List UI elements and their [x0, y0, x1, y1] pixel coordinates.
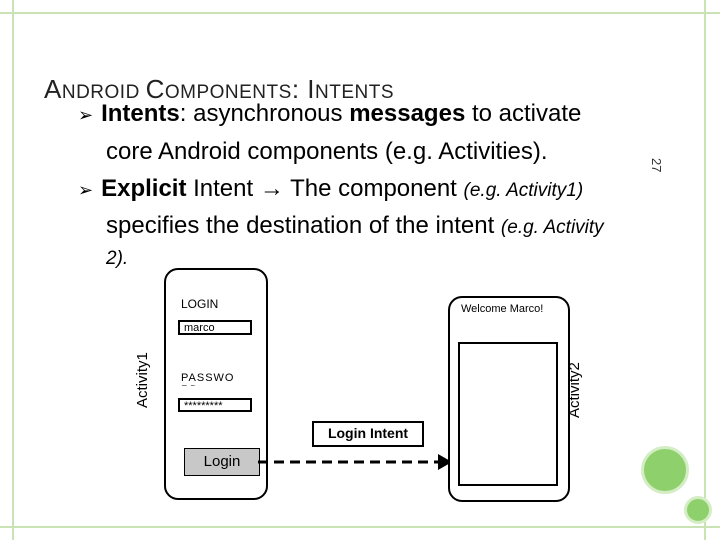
decorative-circle-small — [684, 496, 712, 524]
login-intent-label: Login Intent — [312, 421, 424, 447]
decorative-circle-large — [641, 446, 689, 494]
bullet-intents: ➢Intents: asynchronous messages to activ… — [78, 100, 582, 127]
password-label: PASSWO RD — [181, 372, 235, 386]
frame-right-line — [704, 0, 706, 540]
frame-bottom-line — [0, 526, 720, 528]
right-arrow-icon: → — [259, 175, 284, 202]
slide-title: ANDROID COMPONENTS: INTENTS — [44, 74, 394, 104]
login-button[interactable]: Login — [184, 448, 260, 476]
bullet-explicit: ➢Explicit Intent → The component (e.g. A… — [78, 175, 584, 202]
username-field[interactable]: marco — [178, 320, 252, 335]
activity2-content-box — [458, 342, 558, 486]
welcome-text: Welcome Marco! — [461, 303, 544, 315]
login-label: LOGIN — [181, 297, 219, 311]
bullet-arrow-icon: ➢ — [78, 180, 94, 200]
bullet-intents-line2: core Android components (e.g. Activities… — [106, 138, 548, 165]
bullet-explicit-line2: specifies the destination of the intent … — [106, 212, 604, 239]
bullet-arrow-icon: ➢ — [78, 105, 94, 125]
password-field[interactable]: ********* — [178, 398, 252, 412]
frame-left-line — [12, 0, 14, 540]
activity2-label: Activity2 — [566, 362, 583, 418]
bullet-explicit-line3: 2). — [106, 248, 129, 269]
frame-top-line — [0, 12, 720, 14]
